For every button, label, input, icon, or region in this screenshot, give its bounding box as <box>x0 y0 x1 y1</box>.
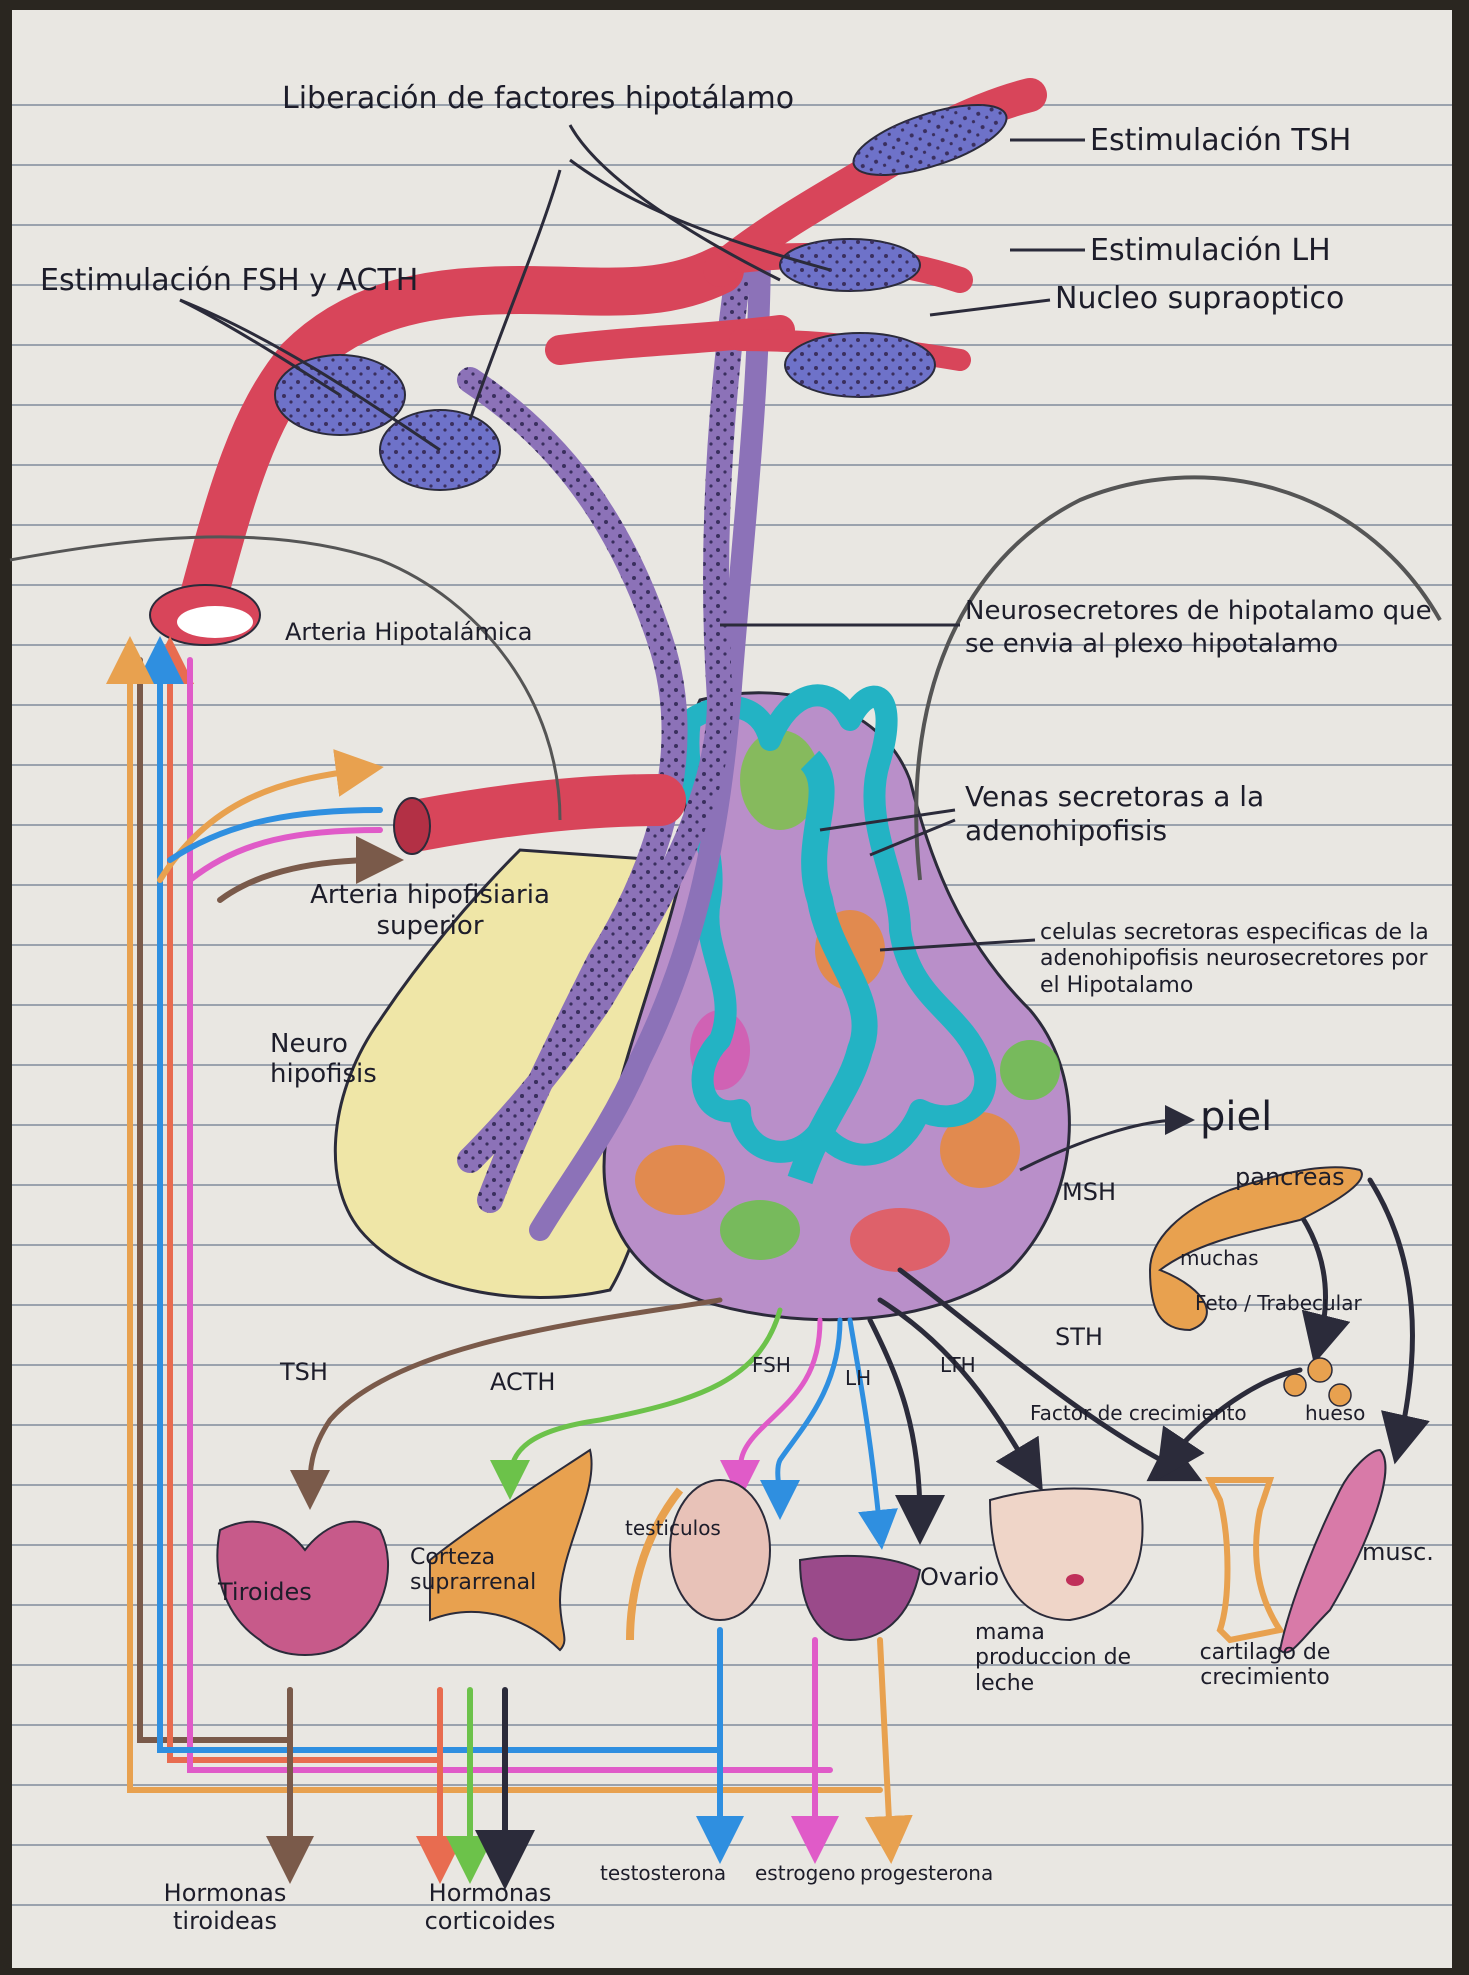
label-supraoptic-nucleus: Nucleo supraoptico <box>1055 281 1344 316</box>
label-secretory-veins: Venas secretoras a la adenohipofisis <box>965 780 1385 860</box>
label-sth: STH <box>1055 1323 1103 1351</box>
label-neurosecretory: Neurosecretores de hipotalamo que se env… <box>965 595 1445 705</box>
label-tsh: TSH <box>279 1358 328 1386</box>
label-msh: MSH <box>1062 1178 1116 1206</box>
label-cartilage: cartilago de crecimiento <box>1150 1640 1380 1720</box>
label-acth: ACTH <box>490 1368 555 1396</box>
label-hypothalamic-artery: Arteria Hipotalámica <box>285 618 532 646</box>
label-stim-lh: Estimulación LH <box>1090 233 1331 268</box>
label-hypothalamic-release: Liberación de factores hipotálamo <box>282 81 794 116</box>
label-thyroid: Tiroides <box>217 1578 312 1606</box>
label-estrogen: estrogeno <box>755 1861 856 1885</box>
label-muscle: musc. <box>1362 1538 1434 1566</box>
label-mammary: mama produccion de leche <box>975 1620 1145 1710</box>
label-fsh: FSH <box>752 1353 791 1377</box>
label-pancreas: pancreas <box>1235 1163 1345 1191</box>
label-stim-fsh-acth: Estimulación FSH y ACTH <box>40 263 418 298</box>
label-lth: LTH <box>940 1353 976 1377</box>
label-secretory-cells: celulas secretoras especificas de la ade… <box>1040 920 1445 1040</box>
label-fetal-growth: Feto / Trabecular <box>1195 1291 1362 1315</box>
label-muscle-small: muchas <box>1180 1246 1259 1270</box>
label-adrenal-cortex: Corteza suprarrenal <box>410 1545 600 1625</box>
label-skin: piel <box>1200 1094 1272 1140</box>
label-progesterone: progesterona <box>860 1861 993 1885</box>
label-testicles: testiculos <box>625 1516 721 1540</box>
label-stim-tsh: Estimulación TSH <box>1090 123 1351 158</box>
label-growth-factor: Factor de crecimiento <box>1030 1401 1247 1425</box>
label-neurohypophysis: Neuro hipofisis <box>270 1030 430 1110</box>
label-superior-hypophyseal-artery: Arteria hipofisiaria superior <box>290 880 570 990</box>
label-testosterone: testosterona <box>600 1861 726 1885</box>
label-corticoid-hormones: Hormonas corticoides <box>390 1880 590 1960</box>
label-bone: hueso <box>1305 1401 1365 1425</box>
label-thyroid-hormones: Hormonas tiroideas <box>125 1880 325 1960</box>
label-ovary: Ovario <box>920 1563 999 1591</box>
label-lh: LH <box>845 1366 871 1390</box>
